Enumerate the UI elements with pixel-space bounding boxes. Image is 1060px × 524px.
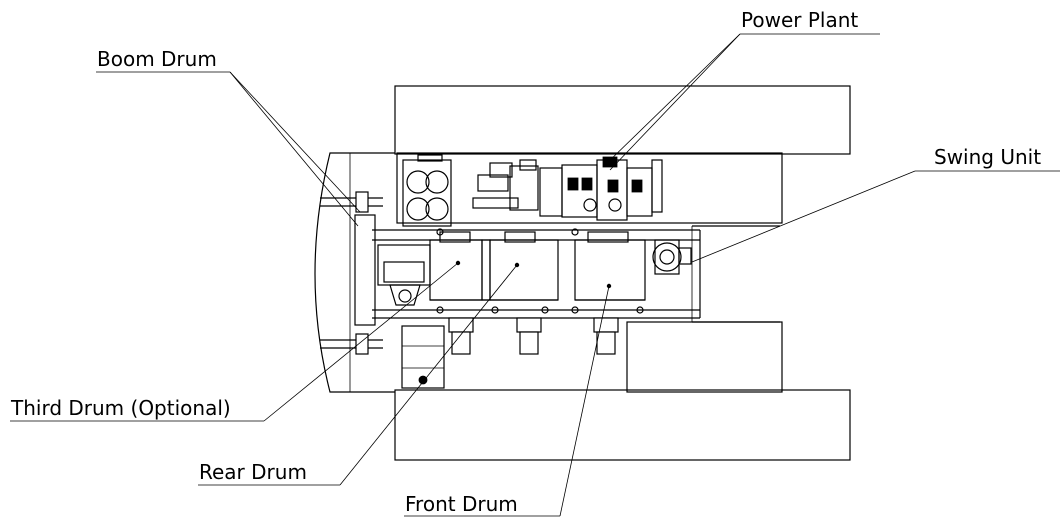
drum-motors bbox=[448, 317, 619, 355]
power-plant-machinery bbox=[402, 154, 663, 227]
winch-drums bbox=[377, 228, 646, 314]
crane-body-outline bbox=[314, 85, 851, 461]
label-power-plant: Power Plant bbox=[741, 8, 858, 32]
battery-box bbox=[401, 325, 445, 389]
label-rear-drum: Rear Drum bbox=[199, 460, 307, 484]
label-swing-unit: Swing Unit bbox=[934, 145, 1041, 169]
label-boom-drum: Boom Drum bbox=[97, 47, 217, 71]
swing-unit-motor bbox=[652, 239, 692, 275]
leader-lines bbox=[10, 33, 1060, 517]
label-third-drum: Third Drum (Optional) bbox=[10, 396, 231, 420]
label-front-drum: Front Drum bbox=[405, 492, 518, 516]
boom-foot-pins bbox=[320, 191, 383, 355]
